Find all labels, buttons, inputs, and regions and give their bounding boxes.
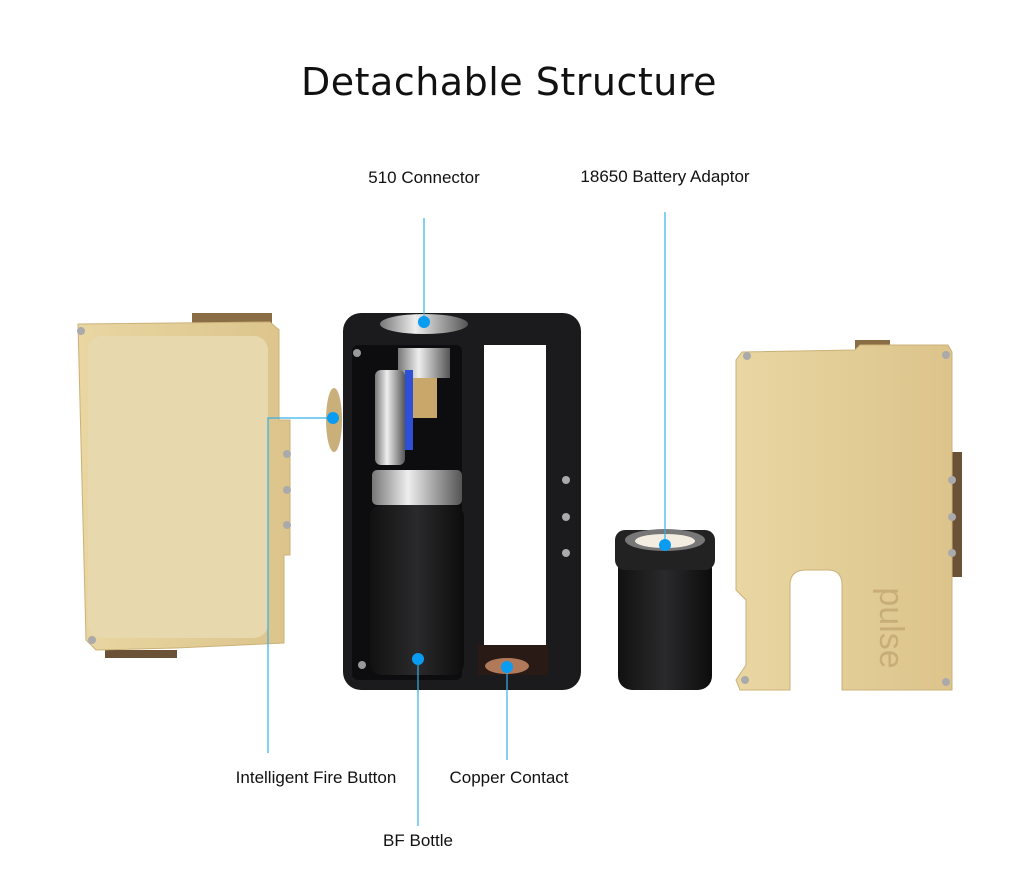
- battery-adaptor: [615, 529, 715, 690]
- label-510-connector: 510 Connector: [368, 168, 480, 187]
- page-title: Detachable Structure: [301, 60, 717, 104]
- label-copper-contact: Copper Contact: [449, 768, 569, 787]
- callout-dot-battery: [659, 539, 671, 551]
- right-side-panel: pulse: [735, 340, 962, 691]
- left-side-panel: [77, 313, 291, 658]
- label-bf-bottle: BF Bottle: [383, 831, 453, 850]
- pulse-logo: pulse: [872, 587, 910, 668]
- callout-line-fire: [267, 417, 333, 753]
- label-battery-adaptor: 18650 Battery Adaptor: [580, 167, 750, 186]
- callout-dot-fire: [327, 412, 339, 424]
- device-body: [326, 313, 581, 690]
- callout-lines: [267, 212, 666, 826]
- callout-dot-copper: [501, 661, 513, 673]
- callout-dot-bottle: [412, 653, 424, 665]
- callout-dot-510: [418, 316, 430, 328]
- label-fire-button: Intelligent Fire Button: [235, 768, 397, 787]
